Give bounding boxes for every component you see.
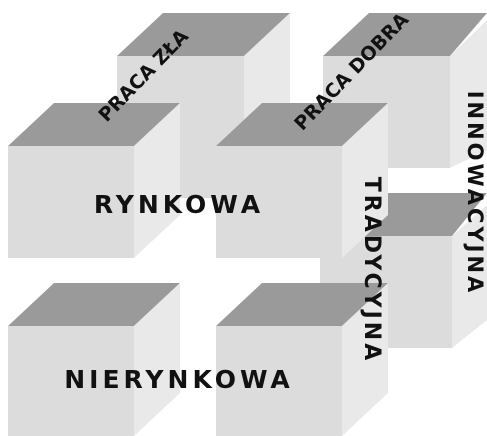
cube-front-bottom-left xyxy=(8,283,180,436)
label-tradycyjna: TRADYCYJNA xyxy=(359,177,384,363)
cube-front-top-left xyxy=(8,103,180,258)
label-innowacyjna: INNOWACYJNA xyxy=(463,91,487,296)
label-nierynkowa: NIERYNKOWA xyxy=(64,365,294,394)
label-rynkowa: RYNKOWA xyxy=(94,190,264,219)
